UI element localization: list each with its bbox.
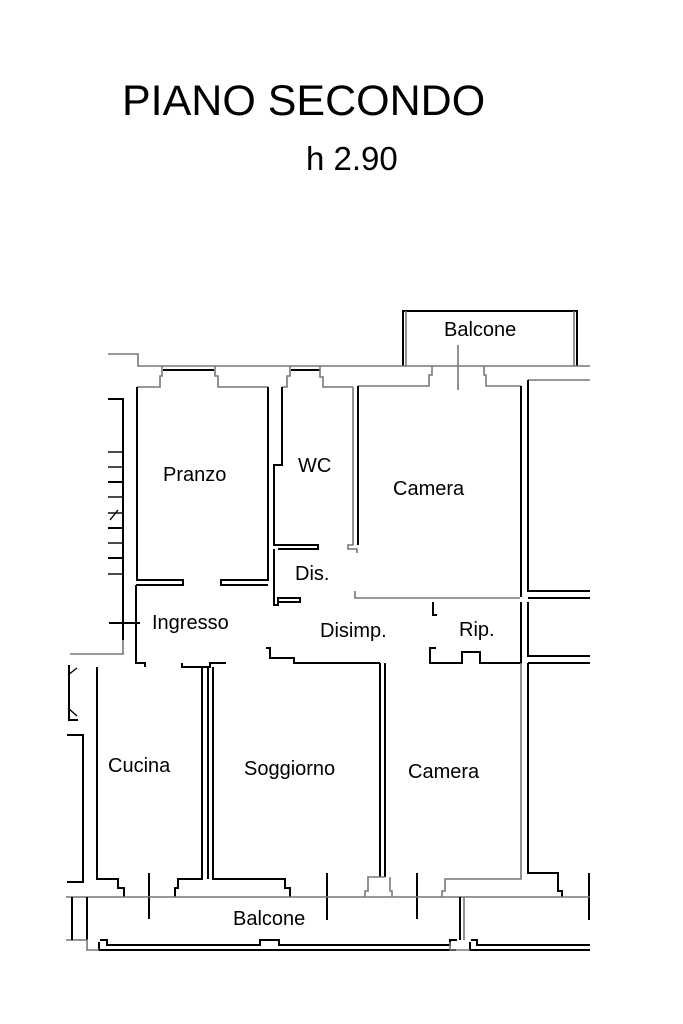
label-wc: WC — [298, 455, 331, 477]
label-balcone-bottom: Balcone — [233, 908, 305, 930]
label-cucina: Cucina — [108, 755, 171, 777]
ceiling-height-label: h 2.90 — [306, 140, 398, 177]
label-disimp: Disimp. — [320, 620, 387, 642]
room-soggiorno — [207, 647, 386, 920]
label-pranzo: Pranzo — [163, 464, 226, 486]
balcony-top — [402, 310, 578, 390]
floor-title: PIANO SECONDO — [122, 77, 486, 125]
room-camera-bottom — [364, 663, 590, 920]
outer-wall-top — [108, 353, 590, 388]
room-rip — [429, 597, 590, 664]
label-dis: Dis. — [295, 563, 329, 585]
room-camera-top — [357, 379, 590, 597]
label-camera-top: Camera — [393, 478, 465, 500]
label-camera-bottom: Camera — [408, 761, 480, 783]
room-pranzo — [136, 387, 269, 586]
label-ingresso: Ingresso — [152, 612, 229, 634]
room-cucina — [67, 663, 203, 919]
room-dis — [273, 549, 520, 606]
balcony-bottom — [66, 896, 590, 951]
room-ingresso — [70, 580, 226, 668]
room-wc — [273, 387, 358, 553]
label-balcone-top: Balcone — [444, 319, 516, 341]
label-rip: Rip. — [459, 619, 495, 641]
label-soggiorno: Soggiorno — [244, 758, 335, 780]
stair-block — [108, 398, 124, 580]
